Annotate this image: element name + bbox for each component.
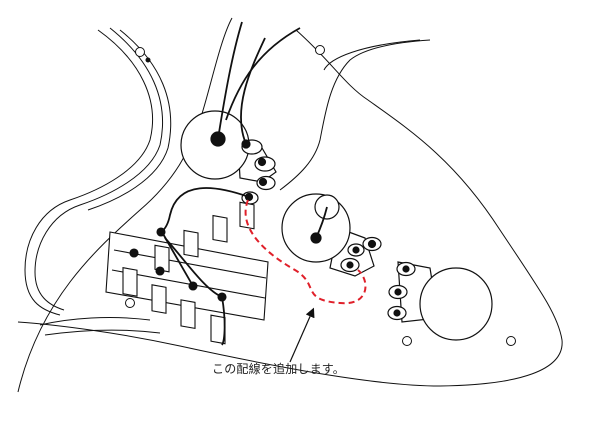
screw-hole [402,336,412,346]
screw-hole [125,298,135,308]
screw-hole [135,47,145,57]
tone-pot-2 [387,261,493,341]
annotation-text: この配線を追加します。 [212,362,346,376]
volume-pot [180,110,277,205]
wires [160,21,328,346]
added-wire [244,199,367,305]
pickguard-outline [17,17,563,393]
pointer-arrow [289,307,315,363]
selector-switch [105,201,269,345]
screw-holes [125,45,516,346]
tone-pot-1 [281,193,382,277]
screw-hole [315,45,325,55]
screw-hole [506,336,516,346]
